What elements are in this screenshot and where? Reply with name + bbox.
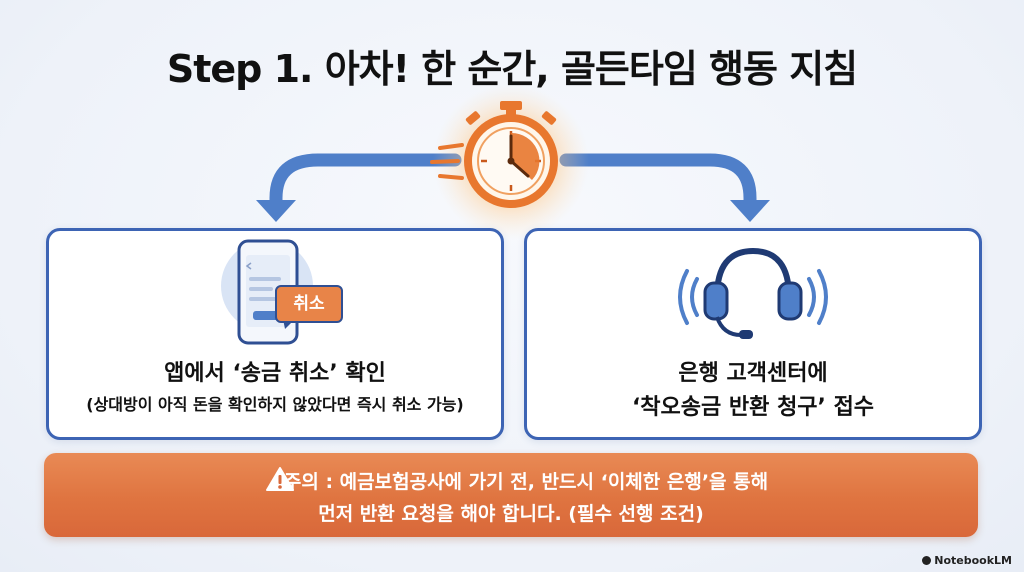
left-arrow bbox=[269, 153, 462, 211]
notebooklm-logo-icon bbox=[922, 556, 932, 565]
card-left-title: 앱에서 ‘송금 취소’ 확인 bbox=[164, 361, 386, 386]
card-app-cancel: 취소 앱에서 ‘송금 취소’ 확인 (상대방이 아직 돈을 확인하지 않았다면 … bbox=[46, 228, 504, 440]
right-arrowhead bbox=[730, 200, 770, 222]
watermark: NotebookLM bbox=[922, 554, 1012, 567]
watermark-text: NotebookLM bbox=[934, 554, 1012, 567]
warning-icon bbox=[266, 467, 294, 491]
card-right-title-line1: 은행 고객센터에 bbox=[678, 361, 828, 386]
card-right-title-line2: ‘착오송금 반환 청구’ 접수 bbox=[631, 395, 875, 420]
page-title: Step 1. 아차! 한 순간, 골든타임 행동 지침 bbox=[166, 47, 858, 91]
left-arrowhead bbox=[256, 200, 296, 222]
stopwatch-icon bbox=[430, 84, 589, 240]
warning-line2: 먼저 반환 요청을 해야 합니다. (필수 선행 조건) bbox=[318, 503, 704, 525]
card-left-subtitle: (상대방이 아직 돈을 확인하지 않았다면 즉시 취소 가능) bbox=[86, 395, 464, 414]
headset-icon bbox=[678, 247, 828, 339]
card-bank-claim: 은행 고객센터에 ‘착오송금 반환 청구’ 접수 bbox=[524, 228, 982, 440]
warning-line1: 주의 : 예금보험공사에 가기 전, 반드시 ‘이체한 은행’을 통해 bbox=[283, 471, 769, 493]
warning-banner: 주의 : 예금보험공사에 가기 전, 반드시 ‘이체한 은행’을 통해 먼저 반… bbox=[44, 453, 978, 537]
right-arrow bbox=[559, 153, 757, 211]
cancel-badge: 취소 bbox=[275, 285, 343, 323]
